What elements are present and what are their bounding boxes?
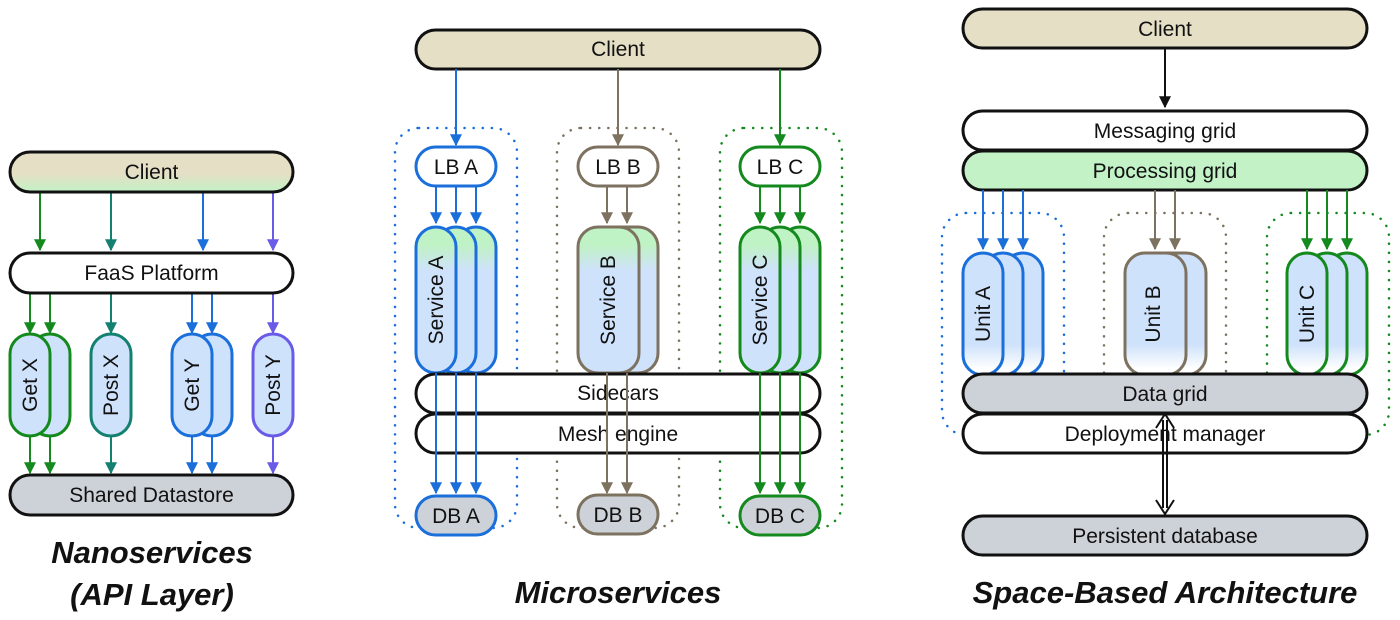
lb-a-label: LB A [434,156,478,179]
function-get-x: Get X [8,332,72,438]
service-a-label: Service A [425,256,448,345]
lb-c-box: LB C [738,145,822,188]
unit-a-label: Unit A [972,286,995,342]
nano-arrows [24,192,279,475]
service-c-stack: Service C [738,225,822,375]
micro-client-box: Client [414,28,822,71]
unit-b-label: Unit B [1142,285,1165,342]
processing-to-unit-arrows [977,190,1353,251]
faas-platform-box: FaaS Platform [8,251,295,295]
nano-client-box: Client [8,150,295,194]
service-b-label: Service B [597,255,620,345]
microservices-title: Microservices [515,575,722,610]
function-post-y: Post Y [251,332,295,438]
persistent-database-label: Persistent database [1072,525,1258,548]
db-a-box: DB A [414,494,498,537]
function-get-x-label: Get X [19,358,42,412]
data-grid-label: Data grid [1122,383,1207,406]
data-grid-box: Data grid [961,372,1369,415]
function-get-y-label: Get Y [181,358,204,411]
nano-client-label: Client [125,161,179,184]
function-post-x-label: Post X [100,354,123,416]
db-b-label: DB B [593,504,642,527]
deployment-manager-box: Deployment manager [961,412,1369,455]
lb-b-label: LB B [595,156,641,179]
lb-b-box: LB B [576,145,660,188]
nanoservices-panel: Client FaaS Platform Get X Post X Get Y … [8,150,295,612]
space-client-label: Client [1138,18,1192,41]
function-get-y: Get Y [170,332,234,438]
space-based-title: Space-Based Architecture [973,575,1358,610]
messaging-grid-box: Messaging grid [961,109,1369,152]
unit-b-stack: Unit B [1123,251,1208,377]
space-client-box: Client [961,7,1369,50]
microservices-panel: Client LB A LB B LB C [393,28,844,610]
lb-a-box: LB A [414,145,498,188]
faas-platform-label: FaaS Platform [84,262,218,285]
nanoservices-subtitle: (API Layer) [70,577,234,612]
db-c-label: DB C [755,505,805,528]
db-a-label: DB A [432,505,480,528]
bidirectional-double-arrow-icon [1155,412,1175,516]
processing-grid-box: Processing grid [961,149,1369,192]
micro-db-arrows [430,373,806,495]
db-b-box: DB B [576,493,660,536]
mesh-engine-box: Mesh engine [414,412,822,455]
unit-group-b-boundary [1102,211,1228,437]
processing-grid-label: Processing grid [1093,160,1238,183]
unit-a-stack: Unit A [961,251,1045,377]
function-post-y-label: Post Y [262,354,285,415]
micro-client-label: Client [591,38,645,61]
nanoservices-title: Nanoservices [51,535,253,570]
space-based-panel: Client Messaging grid Processing grid [940,7,1391,610]
function-post-x: Post X [89,332,133,438]
micro-lb-arrows [430,186,806,225]
unit-c-stack: Unit C [1285,251,1369,377]
micro-client-arrows [450,69,786,147]
shared-datastore-label: Shared Datastore [69,484,234,507]
shared-datastore-box: Shared Datastore [8,473,295,517]
sidecars-label: Sidecars [577,382,659,405]
db-c-box: DB C [738,494,822,537]
service-c-label: Service C [749,254,772,345]
mesh-engine-label: Mesh engine [558,423,678,446]
service-b-stack: Service B [576,225,660,375]
lb-c-label: LB C [757,156,804,179]
unit-c-label: Unit C [1296,285,1319,343]
messaging-grid-label: Messaging grid [1094,120,1236,143]
deployment-manager-label: Deployment manager [1065,423,1266,446]
persistent-database-box: Persistent database [961,514,1369,557]
service-a-stack: Service A [414,225,498,375]
